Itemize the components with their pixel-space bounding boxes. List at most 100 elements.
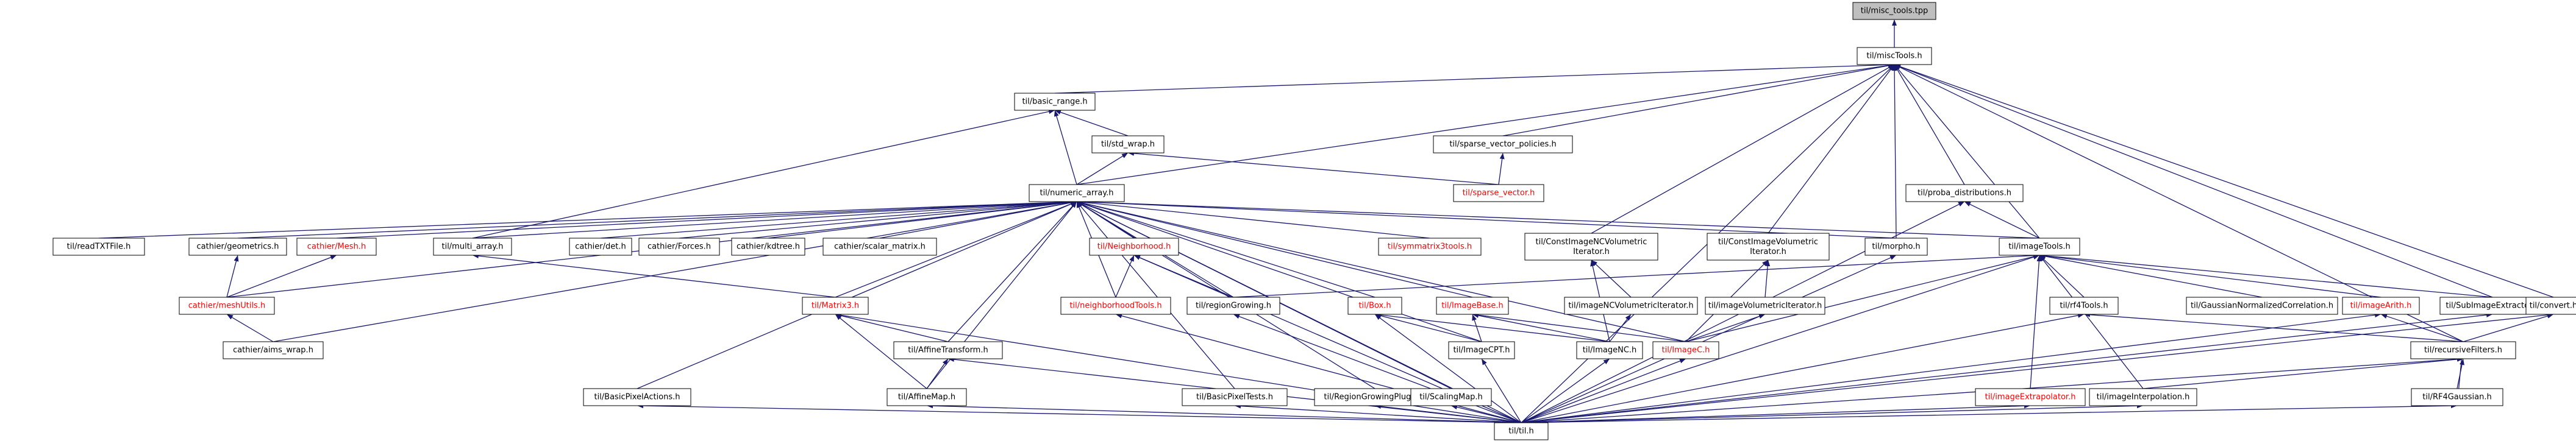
node-recursive[interactable]: til/recursiveFilters.h (2410, 341, 2516, 359)
node-label: til/sparse_vector.h (1463, 189, 1535, 198)
edge-imagenc-to-imgncvoliter (1609, 314, 1631, 342)
node-neighbortools[interactable]: til/neighborhoodTools.h (1060, 297, 1171, 315)
edge-tilh-to-imginterp (1521, 403, 2144, 423)
edge-tilh-to-rf4tools (1521, 312, 2084, 423)
node-gaussnorm[interactable]: til/GaussianNormalizedCorrelation.h (2186, 297, 2338, 315)
node-label: til/sparse_vector_policies.h (1449, 140, 1556, 149)
edge-imagecpt-to-box (1375, 313, 1482, 342)
edge-tilh-to-rf4gauss (1521, 403, 2458, 423)
node-misctools[interactable]: til/miscTools.h (1857, 47, 1932, 65)
edge-matrix3-to-numeric_array (835, 201, 1077, 298)
node-box (1347, 297, 1402, 315)
node-label: til/ImageC.h (1662, 346, 1710, 355)
edge-meshutils-to-geometrics (226, 255, 239, 298)
edge-basicpixeltests-to-numeric_array (1076, 202, 1235, 389)
node-imagearith[interactable]: til/imageArith.h (2342, 297, 2420, 315)
edge-tilh-to-affinemap (927, 403, 1522, 423)
node-rf4gauss[interactable]: til/RF4Gaussian.h (2411, 388, 2503, 406)
node-box (1975, 388, 2086, 406)
edge-tilh-to-convert (1521, 312, 2553, 423)
node-kdtree[interactable]: cathier/kdtree.h (731, 238, 805, 256)
node-sparse_vector[interactable]: til/sparse_vector.h (1453, 184, 1544, 202)
node-label: cathier/scalar_matrix.h (834, 242, 926, 252)
node-scalingmap[interactable]: til/ScalingMap.h (1410, 388, 1492, 406)
edge-tilh-to-imagenc (1521, 358, 1610, 423)
node-cmesh[interactable]: cathier/Mesh.h (296, 238, 377, 256)
edge-numeric_array-to-misctools (1076, 63, 1894, 185)
node-readtxt[interactable]: til/readTXTFile.h (52, 238, 145, 256)
node-aims_wrap[interactable]: cathier/aims_wrap.h (223, 341, 324, 359)
edge-imagec-to-imagebase (1472, 312, 1686, 342)
node-imagec[interactable]: til/ImageC.h (1652, 341, 1719, 359)
node-label: til/neighborhoodTools.h (1069, 302, 1161, 311)
node-label: til/ImageBase.h (1441, 302, 1503, 311)
node-imginterp[interactable]: til/imageInterpolation.h (2089, 388, 2197, 406)
node-scalar_matrix[interactable]: cathier/scalar_matrix.h (822, 238, 937, 256)
node-convert[interactable]: til/convert.h (2525, 297, 2576, 315)
node-std_wrap[interactable]: til/std_wrap.h (1091, 135, 1165, 153)
node-box (2410, 341, 2516, 359)
edge-imgextrap-to-imagetools (2030, 255, 2042, 389)
node-regiongrowing[interactable]: til/regionGrowing.h (1186, 297, 1280, 315)
edge-basic_range-to-misctools (1054, 62, 1894, 94)
node-label: til/AffineMap.h (898, 393, 955, 402)
edge-imgncvoliter-to-constimgncvol (1591, 260, 1632, 298)
edge-tilh-to-scalingmap (1451, 404, 1522, 423)
node-basicpixeltests[interactable]: til/BasicPixelTests.h (1182, 388, 1288, 406)
node-imagebase[interactable]: til/ImageBase.h (1436, 297, 1509, 315)
edge-imagec-to-imagetools (1685, 254, 2040, 342)
node-neighborhood[interactable]: til/Neighborhood.h (1089, 238, 1179, 256)
node-box (802, 297, 869, 315)
node-affinetransform[interactable]: til/AffineTransform.h (893, 341, 1003, 359)
node-imgextrap[interactable]: til/imageExtrapolator.h (1975, 388, 2086, 406)
node-morpho[interactable]: til/morpho.h (1864, 238, 1928, 256)
node-label: cathier/aims_wrap.h (233, 346, 313, 355)
node-box (1089, 238, 1179, 256)
node-matrix3[interactable]: til/Matrix3.h (802, 297, 869, 315)
node-box (1182, 388, 1288, 406)
node-numeric_array[interactable]: til/numeric_array.h (1029, 184, 1125, 202)
edge-geometrics-to-numeric_array (237, 199, 1077, 239)
node-basicpixelactions[interactable]: til/BasicPixelActions.h (583, 388, 691, 406)
edge-meshutils-to-cmesh (226, 255, 337, 298)
node-box[interactable]: til/Box.h (1347, 297, 1402, 315)
node-proba_distributions[interactable]: til/proba_distributions.h (1905, 184, 2024, 202)
edge-sparse_vector-to-sparse_vector_policies (1498, 152, 1505, 185)
edge-readtxt-to-numeric_array (98, 199, 1077, 239)
node-box (1494, 422, 1549, 440)
node-symmatrix[interactable]: til/symmatrix3tools.h (1378, 238, 1482, 256)
node-det[interactable]: cathier/det.h (569, 238, 632, 256)
node-label: til/recursiveFilters.h (2424, 346, 2502, 355)
node-imagenc[interactable]: til/ImageNC.h (1576, 341, 1643, 359)
node-imagetools[interactable]: til/imageTools.h (1999, 238, 2080, 256)
node-rf4tools[interactable]: til/rf4Tools.h (2049, 297, 2119, 315)
node-box (887, 388, 967, 406)
node-label: til/multi_array.h (441, 242, 503, 252)
node-sparse_vector_policies[interactable]: til/sparse_vector_policies.h (1433, 135, 1573, 153)
node-label: til/RF4Gaussian.h (2422, 393, 2492, 402)
node-imgncvoliter[interactable]: til/imageNCVolumetricIterator.h (1564, 297, 1698, 315)
node-basic_range[interactable]: til/basic_range.h (1014, 93, 1096, 111)
node-forces[interactable]: cathier/Forces.h (638, 238, 720, 256)
node-box (1707, 233, 1830, 261)
node-box (1999, 238, 2080, 256)
node-box (2049, 297, 2119, 315)
node-box (893, 341, 1003, 359)
node-affinemap[interactable]: til/AffineMap.h (887, 388, 967, 406)
node-box (1436, 297, 1509, 315)
node-geometrics[interactable]: cathier/geometrics.h (188, 238, 287, 256)
node-label: til/morpho.h (1872, 242, 1920, 252)
node-tilh[interactable]: til/til.h (1494, 422, 1549, 440)
node-multi_array[interactable]: til/multi_array.h (433, 238, 512, 256)
node-label: til/imageInterpolation.h (2097, 393, 2190, 402)
node-imagecpt[interactable]: til/ImageCPT.h (1448, 341, 1515, 359)
edge-recursive-to-convert (2463, 314, 2554, 342)
node-label: til/ImageNC.h (1583, 346, 1637, 355)
node-imgvoliter[interactable]: til/imageVolumetricIterator.h (1705, 297, 1825, 315)
edge-affinetransform-to-matrix3 (835, 313, 949, 342)
node-label: til/numeric_array.h (1040, 189, 1113, 198)
node-meshutils[interactable]: cathier/meshUtils.h (179, 297, 275, 315)
node-box (1524, 233, 1658, 261)
